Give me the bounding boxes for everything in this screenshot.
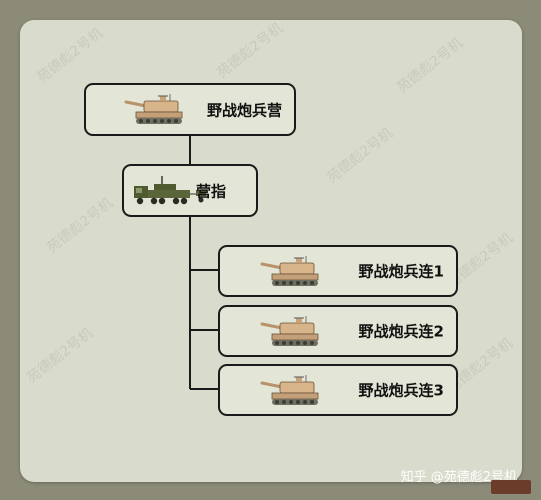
company-node-label: 野战炮兵连2 — [358, 322, 444, 341]
root-node-label: 野战炮兵营 — [206, 101, 282, 119]
company-node-1: 野战炮兵连1 — [218, 245, 458, 297]
company-node-label: 野战炮兵连3 — [358, 381, 444, 400]
site-logo-icon — [491, 480, 531, 494]
company-node-3: 野战炮兵连3 — [218, 364, 458, 416]
self-propelled-howitzer-icon — [260, 255, 320, 288]
author-credit: 知乎 @苑德彪2号机 — [400, 470, 517, 485]
hq-node-label: 营指 — [195, 182, 226, 200]
company-node-2: 野战炮兵连2 — [218, 305, 458, 357]
root-node-field-artillery-battalion: 野战炮兵营 — [84, 83, 296, 136]
self-propelled-howitzer-icon — [260, 315, 320, 348]
self-propelled-howitzer-icon — [124, 93, 184, 126]
hq-node: 营指 — [122, 164, 258, 217]
company-node-label: 野战炮兵连1 — [358, 262, 444, 281]
self-propelled-howitzer-icon — [260, 374, 320, 407]
